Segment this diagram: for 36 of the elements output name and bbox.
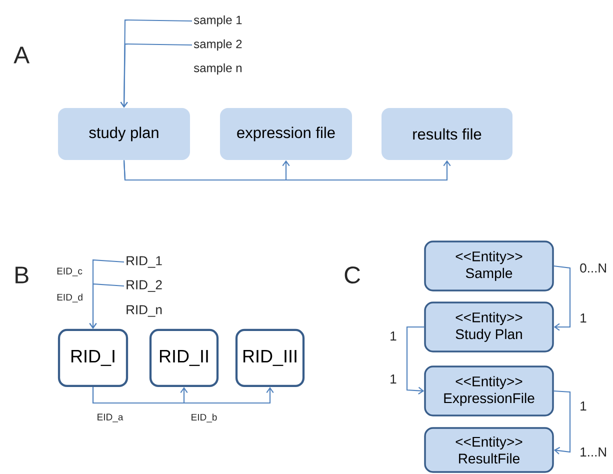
rounded-box: RID_II (149, 328, 219, 388)
entity-box: <<Entity>> Sample (424, 240, 554, 292)
process-box: study plan (58, 108, 190, 160)
arrow (123, 160, 451, 181)
sample-text: sample 1 (194, 15, 242, 27)
multiplicity-label: 1 (580, 314, 586, 322)
sample-text: sample 2 (194, 39, 242, 51)
id-label: RID_n (126, 305, 162, 317)
multiplicity-label: 1...N (580, 448, 606, 456)
arrow (554, 265, 571, 331)
arrow (120, 43, 192, 108)
id-label: EID_d (57, 294, 82, 302)
id-label: EID_a (98, 414, 124, 422)
process-box: expression file (220, 108, 352, 160)
panel-label: C (344, 266, 360, 284)
rounded-box: RID_I (58, 328, 128, 388)
panel-label: B (16, 266, 28, 284)
multiplicity-label: 1 (390, 374, 396, 384)
panel-label: A (14, 46, 30, 64)
entity-box: <<Entity>> Study Plan (424, 302, 554, 352)
multiplicity-label: 1 (390, 332, 396, 340)
process-box: results file (382, 108, 512, 160)
arrow (406, 326, 424, 394)
multiplicity-label: 1 (580, 402, 586, 410)
rounded-box: RID_III (235, 328, 305, 388)
id-label: EID_b (192, 414, 217, 422)
arrow (554, 390, 571, 454)
id-label: EID_c (57, 268, 82, 276)
arrow (92, 387, 274, 404)
sample-text: RID_2 (126, 280, 162, 292)
multiplicity-label: 0...N (580, 263, 606, 273)
entity-box: <<Entity>> ResultFile (424, 427, 554, 473)
arrow (89, 283, 124, 329)
sample-text: sample n (194, 63, 242, 75)
sample-text: RID_1 (126, 256, 162, 268)
entity-box: <<Entity>> ExpressionFile (424, 366, 554, 416)
